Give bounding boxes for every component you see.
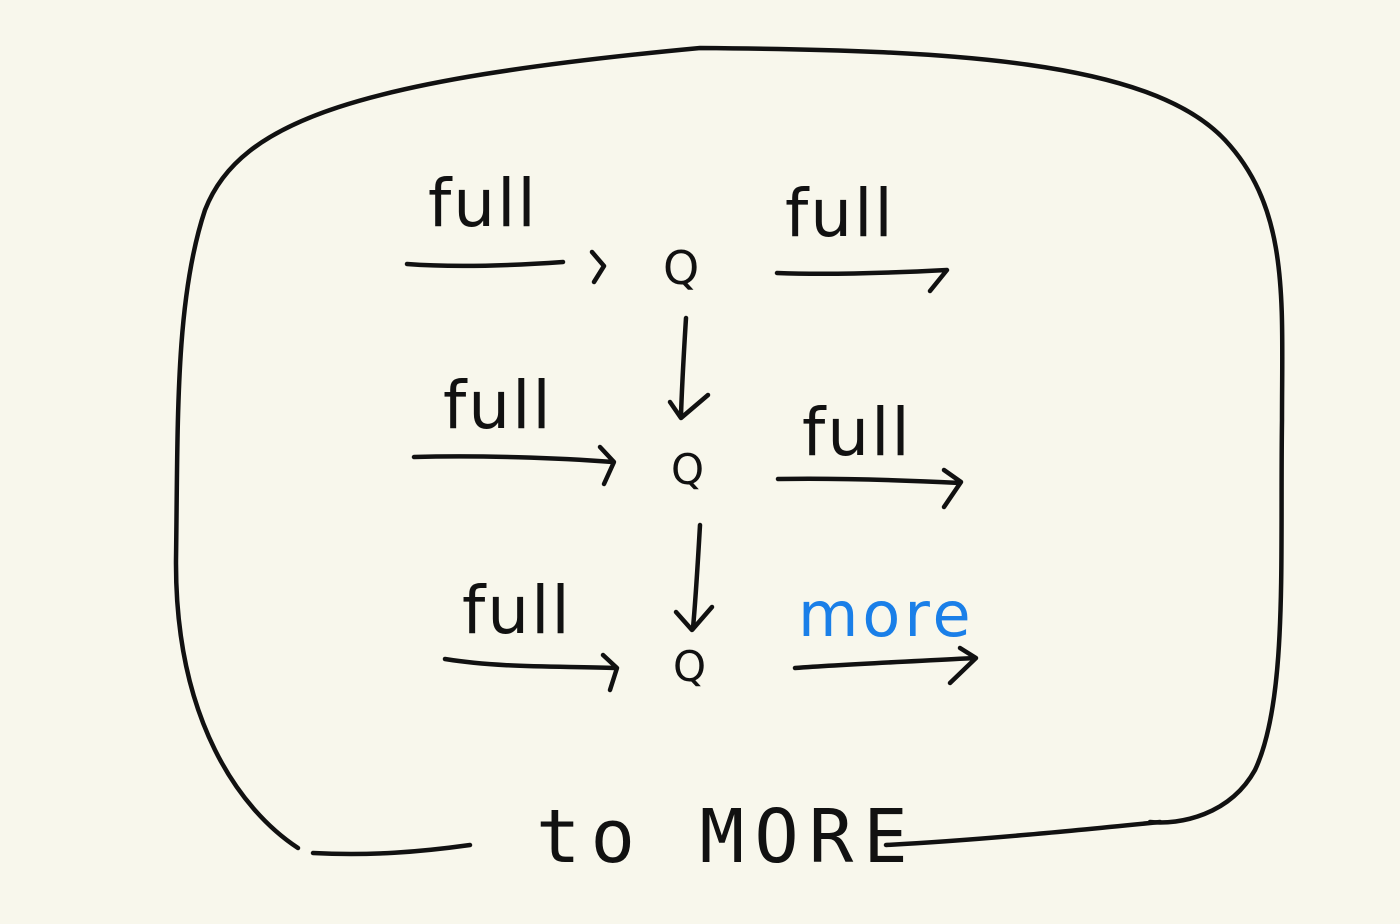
loop-boundary	[173, 45, 1285, 851]
down-arrow-2	[690, 522, 703, 631]
row2-in-arrowhead	[597, 444, 617, 487]
row1-in-arrowhead	[589, 249, 607, 285]
loop-bottom-left	[310, 842, 473, 857]
bottom-label: to MORE	[536, 794, 918, 880]
row2-in-arrow	[411, 454, 616, 465]
row3-out-arrowhead	[947, 645, 979, 686]
row3-out-label: more	[798, 578, 975, 651]
row1-out-label: full	[785, 175, 895, 252]
row2-out-label: full	[802, 394, 912, 471]
row2-out-arrowhead	[941, 467, 964, 510]
row1-out-arrow	[774, 267, 950, 294]
row3-out-arrow	[792, 655, 978, 671]
down-arrow-2-head	[673, 604, 715, 633]
row1-in-label: full	[428, 165, 538, 242]
row1-node: Q	[663, 241, 701, 295]
row2-node: Q	[671, 445, 706, 494]
row3-in-arrowhead	[600, 652, 620, 693]
row3-in-arrow	[442, 656, 618, 671]
down-arrow-1-head	[667, 392, 711, 421]
loop-bottom-right	[883, 819, 1163, 848]
row1-in-arrow	[404, 259, 566, 269]
row2-out-arrow	[775, 476, 963, 486]
row3-in-label: full	[462, 572, 572, 649]
row2-in-label: full	[443, 367, 553, 444]
row3-node: Q	[673, 642, 708, 691]
down-arrow-1	[678, 315, 689, 418]
